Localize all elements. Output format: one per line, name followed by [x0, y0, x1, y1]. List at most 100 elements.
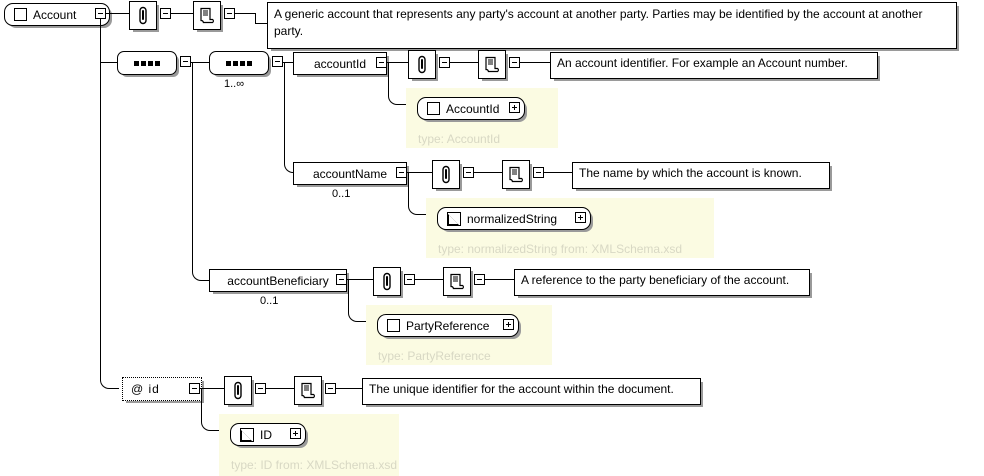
annotation-toggle[interactable] — [404, 274, 415, 285]
connector-line — [415, 279, 443, 280]
sequence-inner-toggle[interactable] — [272, 56, 283, 67]
connector-line — [336, 388, 362, 389]
connector-line — [106, 13, 129, 14]
complex-type-square-icon — [14, 8, 27, 21]
element-accountid-toggle[interactable] — [376, 57, 387, 68]
type-panel-accountid-label: type: AccountId — [418, 132, 501, 146]
element-accountbeneficiary-annotation-box: A reference to the party beneficiary of … — [514, 269, 810, 296]
element-accountbeneficiary-toggle[interactable] — [336, 274, 347, 285]
type-panel-accountname-label: type: normalizedString from: XMLSchema.x… — [438, 242, 683, 256]
scroll-glyph — [200, 7, 214, 24]
documentation-toggle[interactable] — [509, 57, 520, 68]
scroll-icon[interactable] — [294, 376, 322, 405]
sequence-compositor-inner[interactable] — [209, 51, 269, 75]
element-accountname-cardinality: 0..1 — [332, 188, 351, 200]
root-annotation-box: A generic account that represents any pa… — [267, 2, 957, 49]
connector-line — [450, 62, 478, 63]
connector-line — [266, 388, 294, 389]
sequence-dots-icon — [225, 60, 253, 66]
type-node-id-label: ID — [260, 427, 272, 442]
sequence-outer-toggle[interactable] — [180, 56, 191, 67]
element-accountname-toggle[interactable] — [396, 167, 407, 178]
paperclip-icon[interactable] — [432, 160, 460, 189]
paperclip-icon[interactable] — [129, 1, 157, 30]
paperclip-glyph — [383, 272, 391, 291]
simple-type-icon — [240, 427, 254, 442]
paperclip-icon[interactable] — [224, 376, 252, 405]
connector-line — [255, 13, 256, 23]
connector-line — [474, 172, 502, 173]
connector-line — [520, 62, 550, 63]
paperclip-glyph — [442, 165, 450, 184]
element-accountbeneficiary-annotation-text: A reference to the party beneficiary of … — [521, 273, 790, 287]
documentation-toggle[interactable] — [474, 274, 485, 285]
attribute-id-annotation-box: The unique identifier for the account wi… — [362, 378, 701, 405]
paperclip-glyph — [418, 55, 426, 74]
scroll-icon[interactable] — [502, 160, 530, 189]
paperclip-glyph — [139, 6, 147, 25]
paperclip-icon[interactable] — [408, 50, 436, 79]
element-accountname[interactable]: accountName — [293, 162, 407, 185]
annotation-toggle[interactable] — [439, 57, 450, 68]
connector-elbow — [348, 279, 367, 322]
documentation-toggle[interactable] — [533, 167, 544, 178]
root-element-account[interactable]: Account — [4, 3, 110, 26]
element-accountname-annotation-text: The name by which the account is known. — [579, 166, 802, 180]
connector-line — [100, 19, 101, 62]
element-accountid-annotation-box: An account identifier. For example an Ac… — [550, 52, 878, 79]
type-node-partyreference-expand-toggle[interactable] — [503, 319, 514, 330]
type-node-id-expand-toggle[interactable] — [290, 428, 301, 439]
attribute-id-toggle[interactable] — [189, 383, 200, 394]
attribute-id-label: @ id — [131, 382, 160, 396]
scroll-icon[interactable] — [193, 1, 221, 30]
paperclip-glyph — [234, 381, 242, 400]
type-node-partyreference[interactable]: PartyReference — [377, 314, 519, 337]
element-accountname-annotation-box: The name by which the account is known. — [572, 162, 830, 189]
type-node-id[interactable]: ID — [230, 423, 306, 446]
documentation-toggle[interactable] — [325, 383, 336, 394]
attribute-id-annotation-text: The unique identifier for the account wi… — [369, 382, 674, 396]
scroll-icon[interactable] — [443, 267, 471, 296]
connector-line — [235, 13, 255, 14]
type-node-accountid-expand-toggle[interactable] — [509, 102, 520, 113]
element-accountbeneficiary-label: accountBeneficiary — [227, 273, 329, 288]
documentation-toggle[interactable] — [224, 8, 235, 19]
type-panel-accountbeneficiary-label: type: PartyReference — [378, 349, 491, 363]
connector-elbow — [201, 388, 220, 431]
connector-line — [387, 62, 408, 63]
connector-line — [485, 279, 514, 280]
element-accountid-label: accountId — [313, 56, 367, 71]
sequence-dots-icon — [133, 60, 161, 66]
annotation-toggle[interactable] — [160, 8, 171, 19]
paperclip-icon[interactable] — [373, 267, 401, 296]
element-accountbeneficiary[interactable]: accountBeneficiary — [209, 269, 347, 292]
type-node-normalizedstring[interactable]: normalizedString — [437, 207, 591, 230]
complex-type-square-icon — [387, 319, 400, 332]
scroll-glyph — [450, 273, 464, 290]
annotation-toggle[interactable] — [255, 383, 266, 394]
connector-line — [171, 13, 193, 14]
root-element-label: Account — [33, 7, 77, 22]
root-collapse-toggle[interactable] — [95, 8, 106, 19]
complex-type-square-icon — [427, 102, 440, 115]
connector-line — [255, 23, 267, 24]
element-accountbeneficiary-cardinality: 0..1 — [260, 295, 279, 307]
sequence-compositor-outer[interactable] — [117, 51, 177, 75]
type-node-normalizedstring-expand-toggle[interactable] — [575, 212, 586, 223]
scroll-glyph — [301, 382, 315, 399]
connector-elbow — [408, 172, 427, 215]
element-accountid[interactable]: accountId — [293, 52, 387, 75]
sequence-inner-cardinality: 1..∞ — [224, 78, 245, 90]
type-panel-attribute-id-label: type: ID from: XMLSchema.xsd — [231, 458, 398, 472]
element-accountid-annotation-text: An account identifier. For example an Ac… — [557, 56, 848, 70]
connector-line — [544, 172, 572, 173]
connector-elbow — [388, 62, 407, 105]
simple-type-icon — [447, 211, 461, 226]
root-annotation-text: A generic account that represents any pa… — [274, 7, 923, 38]
annotation-toggle[interactable] — [463, 167, 474, 178]
scroll-icon[interactable] — [478, 50, 506, 79]
type-node-accountid[interactable]: AccountId — [417, 97, 525, 120]
attribute-id[interactable]: @ id — [122, 377, 202, 401]
connector-elbow — [192, 62, 210, 281]
